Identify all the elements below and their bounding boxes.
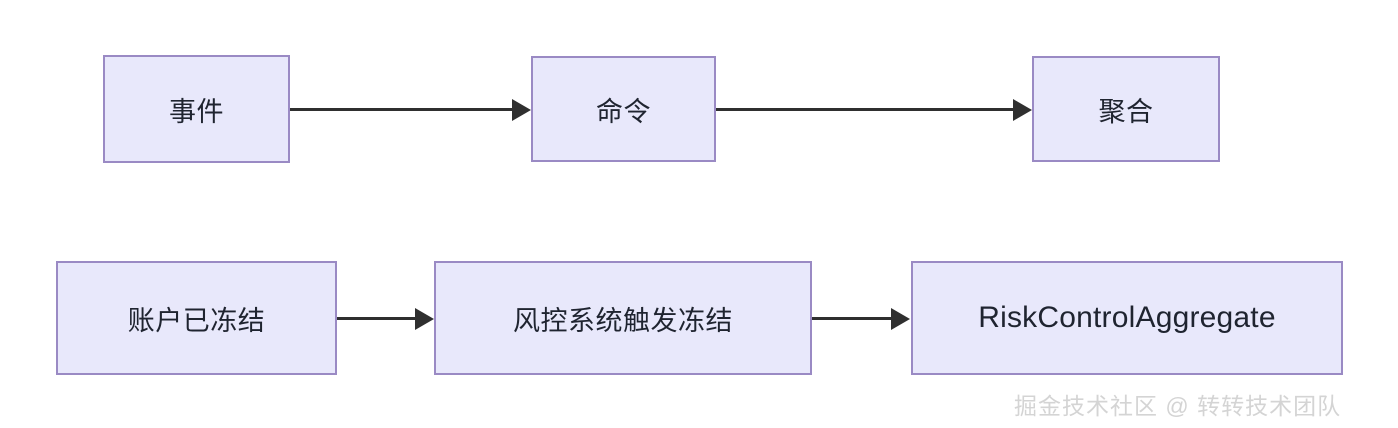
arrowhead-event-to-command [512,98,531,121]
arrowhead-risk-trigger-to-aggregate [891,307,910,330]
node-event-label: 事件 [169,96,224,127]
edge-command-to-aggregate [716,108,1013,111]
node-account-frozen-label: 账户已冻结 [127,305,266,336]
node-risk-control-aggregate[interactable]: RiskControlAggregate [911,261,1343,375]
node-risk-trigger-freeze[interactable]: 风控系统触发冻结 [434,261,812,375]
node-event[interactable]: 事件 [103,55,290,163]
node-aggregate-label: 聚合 [1098,96,1154,127]
node-account-frozen[interactable]: 账户已冻结 [56,261,337,375]
edge-risk-trigger-to-aggregate [812,317,891,320]
node-aggregate[interactable]: 聚合 [1032,56,1220,162]
node-risk-trigger-freeze-label: 风控系统触发冻结 [513,305,733,336]
node-risk-control-aggregate-label: RiskControlAggregate [978,301,1276,334]
edge-event-to-command [290,108,512,111]
edge-account-frozen-to-risk-trigger [337,317,415,320]
node-command[interactable]: 命令 [531,56,716,162]
watermark: 掘金技术社区 @ 转转技术团队 [1014,393,1342,419]
arrowhead-command-to-aggregate [1013,98,1032,121]
arrowhead-account-frozen-to-risk-trigger [415,307,434,330]
node-command-label: 命令 [596,96,651,127]
